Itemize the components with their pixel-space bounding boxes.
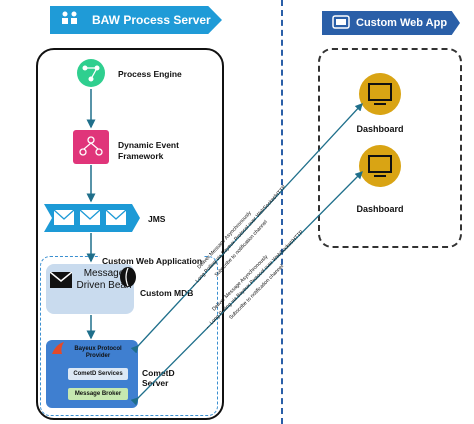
mdb-box-label: Message Driven Bean [76, 268, 132, 291]
dashboard-icon [359, 73, 401, 115]
message-driven-bean-box: Message Driven Bean [46, 264, 134, 314]
jms-queue-icon [44, 204, 140, 232]
process-engine-label: Process Engine [118, 69, 182, 79]
process-engine-icon [77, 59, 105, 87]
baw-process-server-banner: BAW Process Server [50, 6, 222, 34]
people-server-icon [62, 11, 77, 24]
message-broker-box: Message Broker [68, 388, 128, 400]
event-framework-icon [73, 130, 109, 164]
web-app-icon [332, 15, 350, 29]
cometd-server-label: CometD Server [142, 368, 175, 388]
boundary-divider [281, 0, 283, 424]
event-framework-label: Dynamic Event Framework [118, 140, 179, 161]
dashboard-label-2: Dashboard [356, 204, 404, 214]
cometd-services-box: CometD Services [68, 368, 128, 380]
dashboard-label-1: Dashboard [356, 124, 404, 134]
custom-mdb-label: Custom MDB [140, 288, 194, 298]
bayeux-provider-label: Bayeux Protocol Provider [74, 346, 122, 359]
baw-banner-title: BAW Process Server [92, 13, 211, 27]
cometd-server-box: Bayeux Protocol Provider CometD Services… [46, 340, 138, 408]
coffee-bean-icon [120, 267, 136, 287]
dashboard-icon [359, 145, 401, 187]
jms-label: JMS [148, 214, 166, 224]
envelope-icon [50, 272, 72, 288]
cometd-logo-icon [52, 342, 64, 354]
cwa-banner-title: Custom Web App [356, 17, 448, 29]
custom-web-app-banner: Custom Web App [322, 11, 460, 35]
lower-label-subscribe: Subscribe to notification channel [228, 264, 285, 321]
